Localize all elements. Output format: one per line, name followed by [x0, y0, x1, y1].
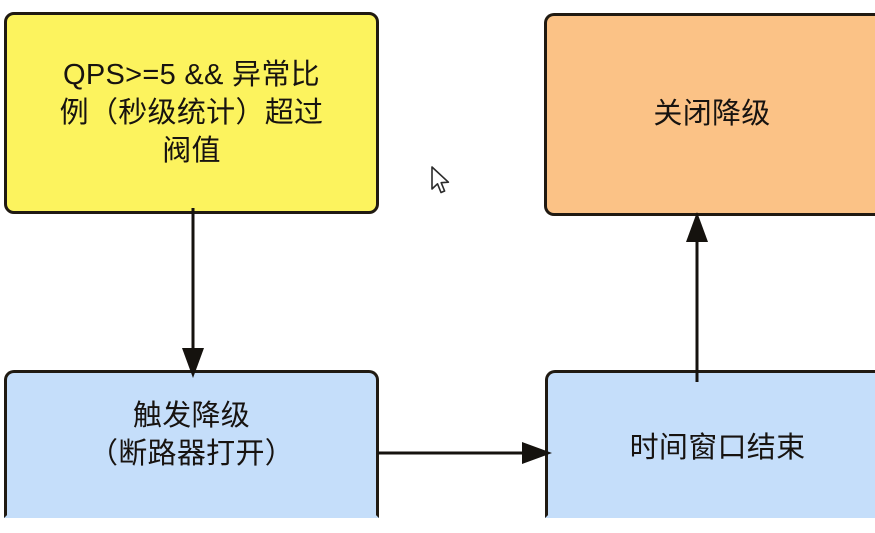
- node-trigger-degrade-label: 触发降级 （断路器打开）: [88, 400, 295, 471]
- edge-condition-to-trigger-degrade: [182, 208, 204, 378]
- node-trigger-condition-label: QPS>=5 && 异常比 例（秒级统计）超过 阀值: [59, 58, 324, 168]
- node-close-degrade-label: 关闭降级: [653, 98, 771, 131]
- edge-trigger-degrade-to-window-end: [378, 442, 552, 464]
- mouse-pointer-icon: [431, 166, 450, 194]
- node-trigger-degrade[interactable]: 触发降级 （断路器打开）: [4, 370, 379, 518]
- node-window-end-label: 时间窗口结束: [629, 432, 806, 464]
- node-trigger-condition[interactable]: QPS>=5 && 异常比 例（秒级统计）超过 阀值: [4, 12, 379, 214]
- node-close-degrade[interactable]: 关闭降级: [544, 13, 875, 216]
- node-window-end[interactable]: 时间窗口结束: [545, 370, 875, 518]
- edge-window-end-to-close-degrade: [686, 212, 708, 382]
